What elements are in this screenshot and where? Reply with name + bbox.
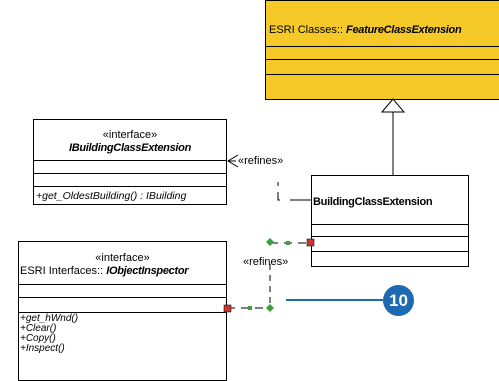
iobject-inspector-title: ESRI Interfaces:: IObjectInspector [20, 265, 189, 277]
refines-dependency-line-top-dashed [277, 182, 280, 201]
ibuilding-class-extension-name: IBuildingClassExtension [68, 142, 192, 154]
refines-label-top: «refines» [238, 155, 284, 167]
compartment-divider [19, 297, 226, 298]
compartment-divider [266, 74, 499, 75]
step-callout-badge: 10 [383, 285, 414, 316]
method-clear: +Clear() [20, 323, 57, 334]
method-copy: +Copy() [20, 333, 56, 344]
method-get-hwnd: +get_hWnd() [20, 313, 79, 324]
feature-class-extension-box[interactable]: ESRI Classes:: FeatureClassExtension [265, 0, 499, 100]
building-class-extension-box[interactable]: BuildingClassExtension [311, 175, 469, 267]
compartment-divider [19, 312, 226, 313]
feature-class-extension-name: FeatureClassExtension [346, 24, 462, 36]
compartment-divider [312, 224, 468, 225]
link-handle-marker [286, 241, 290, 245]
iobject-inspector-prefix: ESRI Interfaces:: [20, 265, 104, 277]
compartment-divider [312, 236, 468, 237]
link-handle-marker [248, 306, 252, 310]
compartment-divider [34, 173, 226, 174]
compartment-divider [312, 251, 468, 252]
ibuilding-class-extension-box[interactable]: «interface» IBuildingClassExtension +get… [33, 119, 227, 205]
feature-class-extension-prefix: ESRI Classes:: [269, 24, 343, 36]
connector-endpoint-marker [223, 304, 232, 313]
interface-stereotype: «interface» [102, 129, 158, 141]
compartment-divider [34, 186, 226, 187]
compartment-divider [266, 46, 499, 47]
compartment-divider [266, 59, 499, 60]
relationship-connectors [223, 98, 406, 313]
building-class-extension-name: BuildingClassExtension [313, 196, 433, 208]
connector-endpoint-marker [306, 238, 315, 247]
compartment-divider [34, 160, 226, 161]
interface-stereotype: «interface» [95, 252, 150, 264]
iobject-inspector-name: IObjectInspector [106, 265, 189, 277]
link-diamond-marker [266, 238, 274, 246]
method-inspect: +Inspect() [20, 343, 65, 354]
refines-label-bottom: «refines» [243, 256, 289, 268]
feature-class-extension-title: ESRI Classes:: FeatureClassExtension [269, 24, 462, 36]
link-diamond-marker [266, 304, 274, 312]
iobject-inspector-box[interactable]: «interface» ESRI Interfaces:: IObjectIns… [18, 241, 227, 381]
compartment-divider [19, 284, 226, 285]
method-get-oldest-building: +get_OldestBuilding() : IBuilding [36, 190, 187, 202]
generalization-arrowhead-icon [380, 98, 406, 113]
